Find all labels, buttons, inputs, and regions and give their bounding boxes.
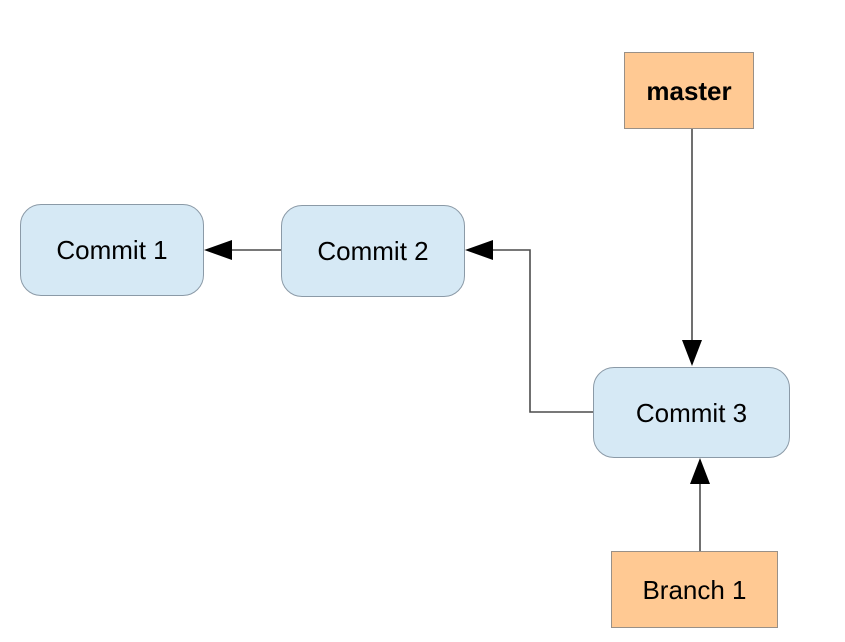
edge-commit3-to-commit2-arrowhead-icon [465,240,493,260]
edge-commit2-to-commit1-arrowhead-icon [204,240,232,260]
edge-commit2-to-commit1 [204,240,281,260]
node-master: master [624,52,754,129]
edge-master-to-commit3-arrowhead-icon [682,340,702,366]
node-commit-3-label: Commit 3 [635,397,748,428]
edge-commit3-to-commit2-line [492,249,593,413]
node-branch-1-label: Branch 1 [642,574,747,605]
node-commit-3: Commit 3 [593,367,790,458]
edge-branch1-to-commit3 [690,458,710,551]
node-commit-1-label: Commit 1 [56,235,168,265]
node-commit-2: Commit 2 [281,205,465,297]
node-branch-1: Branch 1 [611,551,778,628]
edge-master-to-commit3 [682,129,702,366]
node-commit-1: Commit 1 [20,204,204,296]
edge-branch1-to-commit3-arrowhead-icon [690,458,710,484]
node-master-label: master [646,75,732,106]
node-commit-2-label: Commit 2 [317,236,429,266]
edge-commit3-to-commit2 [465,240,593,413]
